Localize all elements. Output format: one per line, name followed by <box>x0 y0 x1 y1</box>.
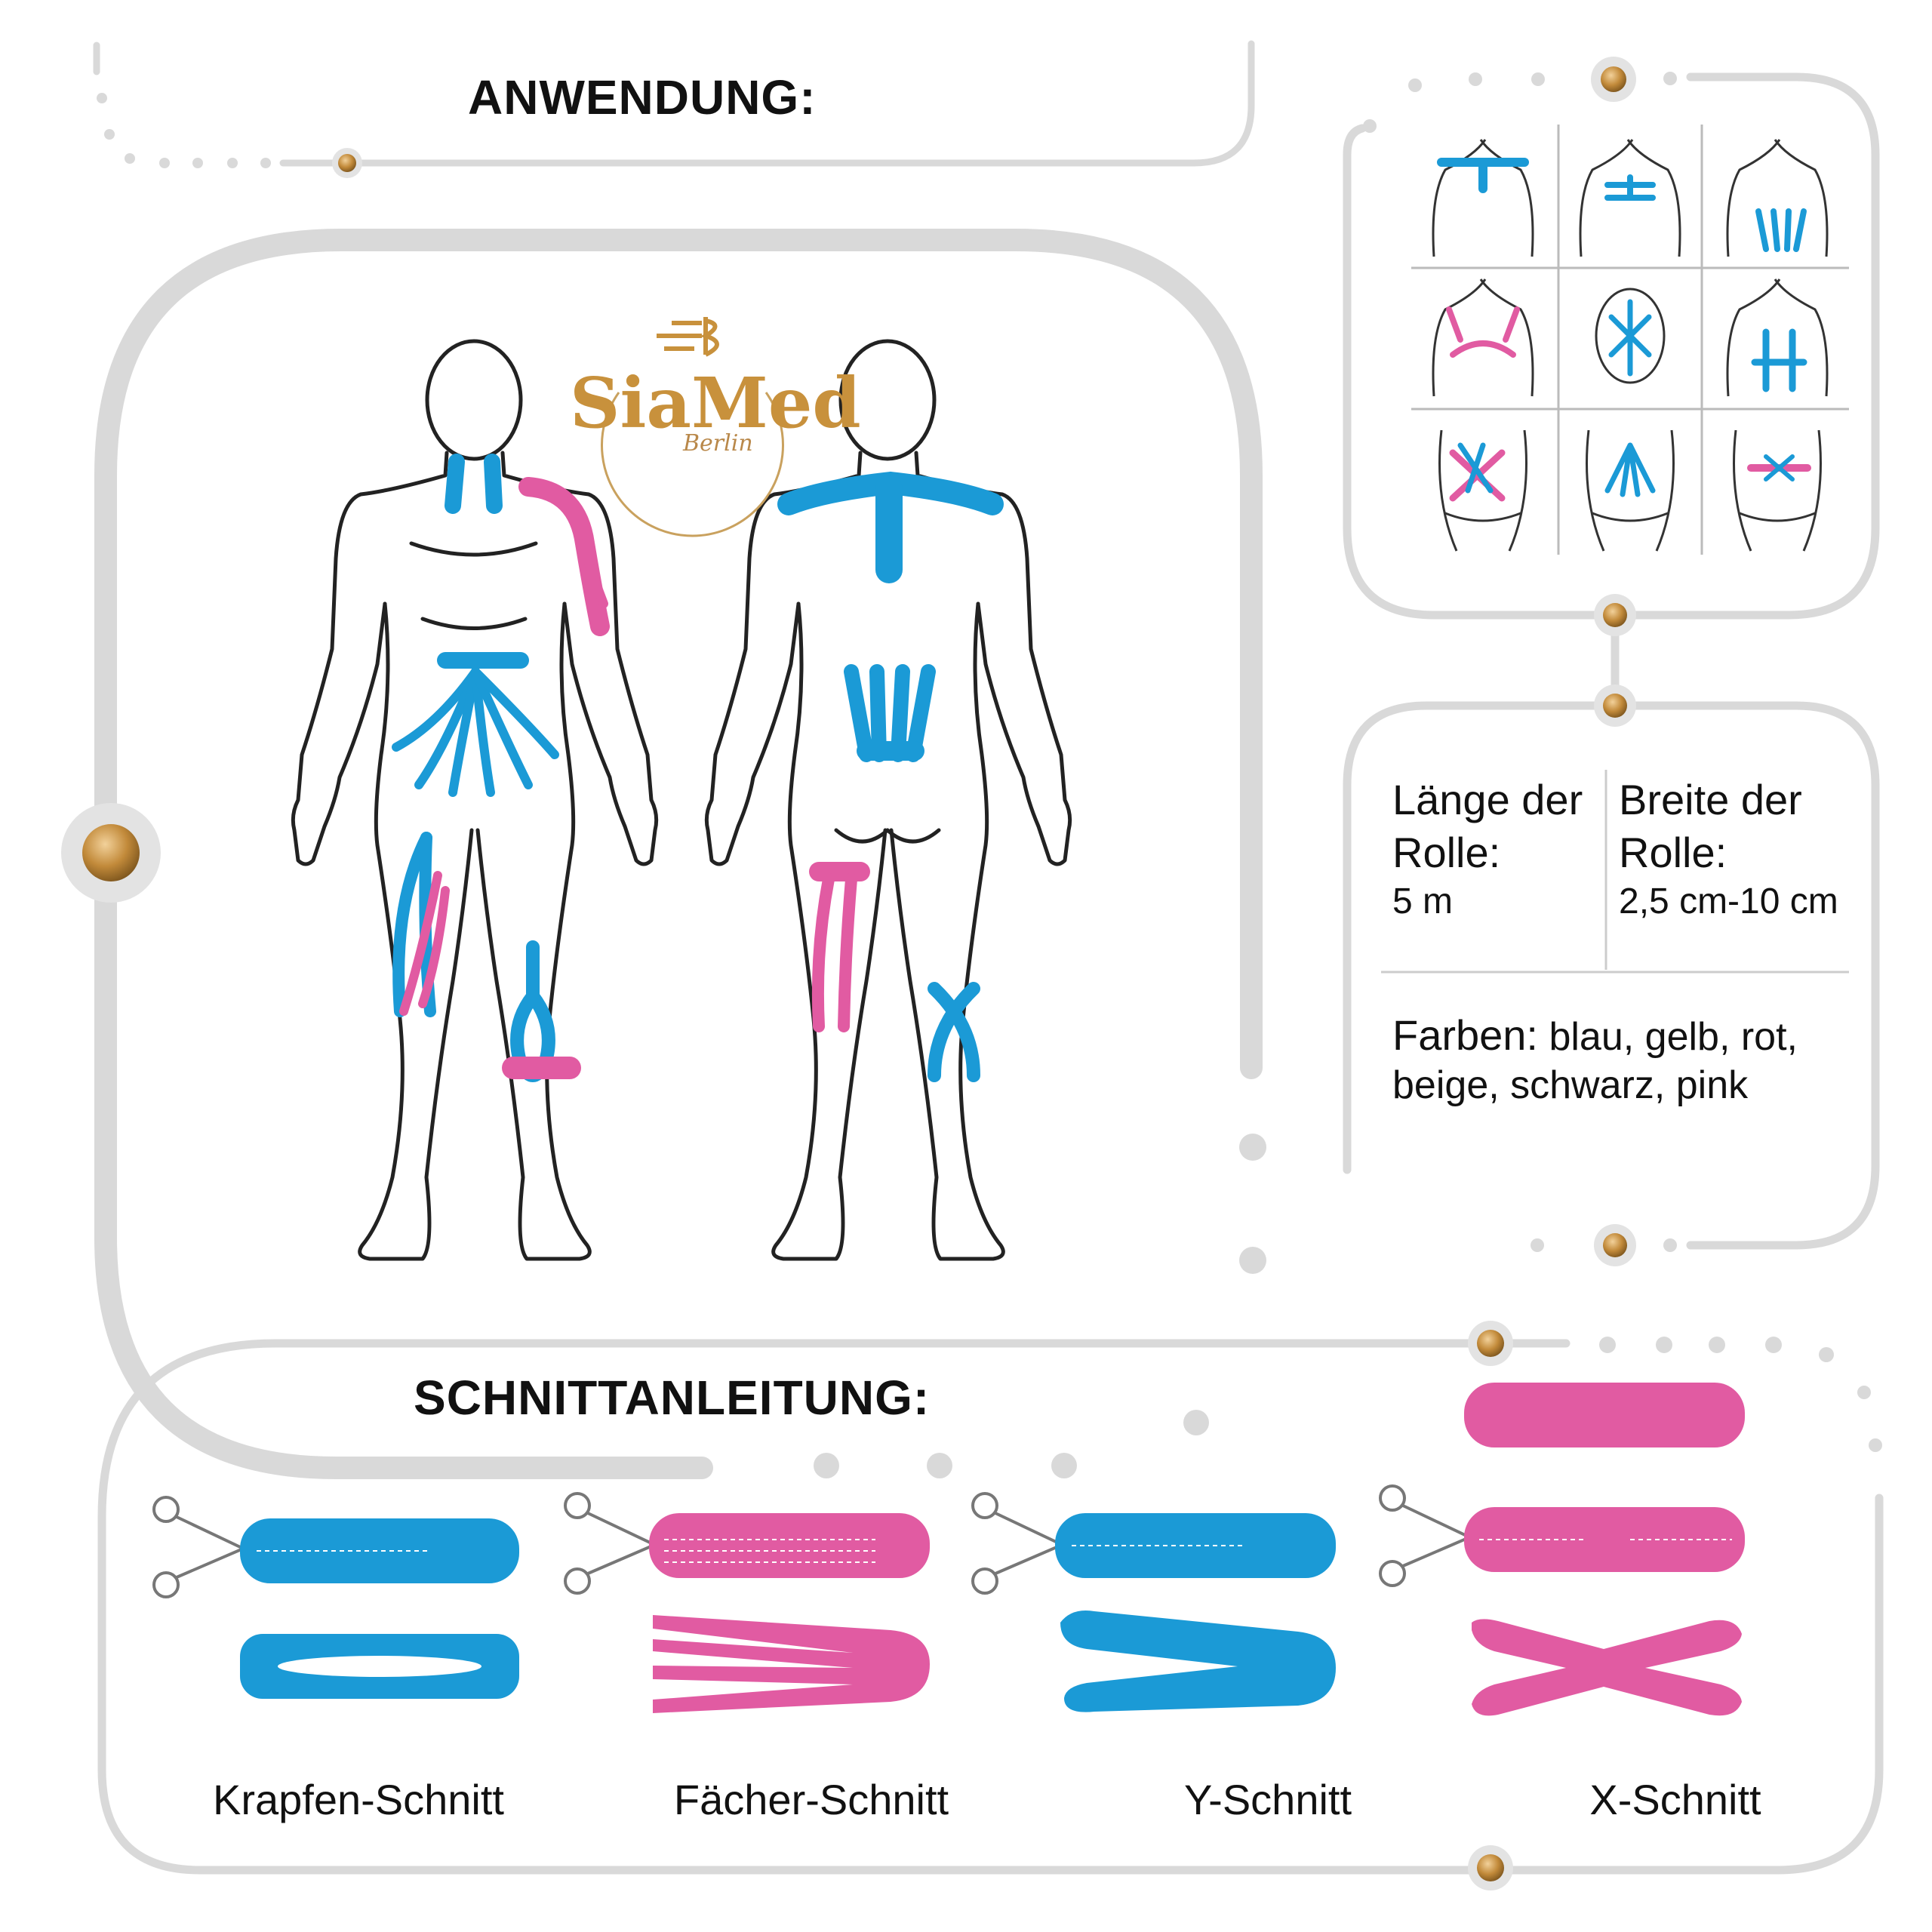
cut-label-x: X-Schnitt <box>1589 1776 1761 1823</box>
scissors-icons <box>152 1484 1491 1598</box>
spec-dividers <box>1381 770 1849 974</box>
body-front-illustration <box>291 339 659 1261</box>
cut-label-y: Y-Schnitt <box>1183 1776 1352 1823</box>
specs-frame <box>1343 701 1880 1250</box>
body-back-illustration <box>704 339 1072 1261</box>
body-frame <box>94 229 1263 1479</box>
back-tapes <box>777 471 1004 1082</box>
cut-label-faecher: Fächer-Schnitt <box>673 1776 949 1823</box>
gold-nodes <box>61 57 1636 1890</box>
application-heading: ANWENDUNG: <box>468 70 817 125</box>
length-spec: Länge der Rolle: 5 m <box>1392 774 1596 924</box>
brand-monogram-icon <box>657 317 719 357</box>
header-dots <box>97 93 271 168</box>
brand-location: Berlin <box>683 430 753 457</box>
width-spec: Breite der Rolle: 2,5 cm-10 cm <box>1619 774 1868 924</box>
tape-strips <box>240 1383 1745 1716</box>
colors-value: blau, gelb, rot, beige, schwarz, pink <box>1392 1015 1798 1107</box>
colors-label: Farben: <box>1392 1011 1538 1059</box>
application-gallery <box>1411 125 1849 555</box>
colors-spec: Farben: blau, gelb, rot, beige, schwarz,… <box>1392 1011 1815 1109</box>
length-value: 5 m <box>1392 881 1454 921</box>
cutting-frame <box>97 1339 1884 1875</box>
front-tapes <box>392 454 610 1082</box>
brand-name: SiaMed <box>570 362 861 444</box>
brand-logo-ring <box>601 392 784 537</box>
width-value: 2,5 cm-10 cm <box>1619 881 1838 921</box>
length-label: Länge der Rolle: <box>1392 776 1583 876</box>
width-label: Breite der Rolle: <box>1619 776 1802 876</box>
cut-label-krapfen: Krapfen-Schnitt <box>213 1776 504 1823</box>
gallery-frame <box>1343 72 1880 620</box>
cutting-heading: SCHNITTANLEITUNG: <box>414 1371 931 1425</box>
header-frame <box>93 40 1255 167</box>
